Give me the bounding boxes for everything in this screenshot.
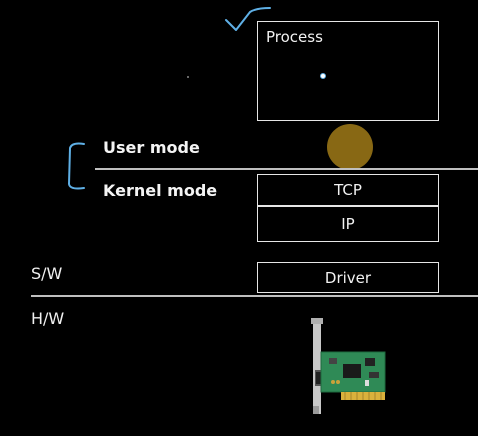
tcp-label: TCP	[334, 181, 362, 199]
process-label: Process	[266, 28, 323, 46]
driver-label: Driver	[324, 268, 372, 287]
tcp-box: TCP	[257, 174, 439, 206]
checkmark-annotation	[225, 7, 271, 31]
ip-label: IP	[341, 215, 355, 233]
driver-box: Driver	[257, 262, 439, 293]
software-hardware-divider	[31, 295, 478, 297]
user-mode-label: User mode	[103, 138, 200, 157]
network-card-icon	[311, 318, 386, 414]
process-box: Process	[257, 21, 439, 121]
stray-dot	[187, 76, 189, 78]
process-center-dot	[320, 73, 326, 79]
hardware-label: H/W	[31, 309, 65, 328]
bracket-annotation	[67, 142, 85, 190]
kernel-mode-label: Kernel mode	[103, 181, 218, 200]
pointer-highlight	[327, 124, 373, 170]
software-label: S/W	[31, 264, 63, 283]
ip-box: IP	[257, 206, 439, 242]
user-kernel-divider	[95, 168, 478, 170]
